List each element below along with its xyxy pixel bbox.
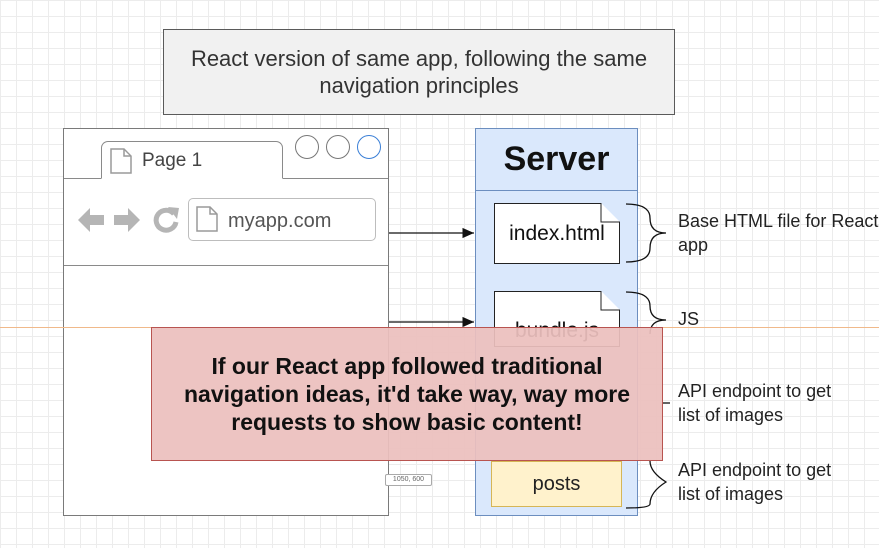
server-title: Server	[503, 140, 610, 178]
file-index-html: index.html	[494, 203, 620, 264]
file-name: index.html	[509, 221, 605, 245]
overlay-message: If our React app followed traditional na…	[183, 353, 631, 435]
window-control-circle	[357, 135, 381, 159]
address-bar-url: myapp.com	[228, 210, 332, 232]
back-arrow-icon	[78, 208, 104, 232]
endpoint-label: posts	[532, 472, 581, 495]
file-fold	[600, 292, 619, 311]
page-icon	[196, 206, 218, 232]
title-box: React version of same app, following the…	[163, 29, 675, 115]
window-control-circle	[295, 135, 319, 159]
brace	[625, 460, 668, 509]
refresh-icon	[153, 207, 179, 233]
address-bar	[188, 198, 376, 241]
file-fold	[600, 204, 619, 223]
coordinate-tooltip: 1050, 600	[385, 474, 432, 486]
annotation-api-endpoint: API endpoint to get list of images	[678, 460, 832, 504]
page-icon	[110, 148, 132, 174]
endpoint-posts: posts	[491, 461, 622, 507]
overlay-message-box: If our React app followed traditional na…	[151, 327, 663, 461]
annotation-base-html: Base HTML file for React app	[678, 211, 879, 255]
brace	[625, 291, 667, 335]
annotation-js: JS	[678, 309, 700, 329]
annotation-api-endpoint: API endpoint to get list of images	[678, 381, 832, 425]
title-text: React version of same app, following the…	[190, 46, 648, 98]
nav-bar-divider	[64, 265, 388, 266]
tab-label: Page 1	[142, 150, 203, 171]
window-control-circle	[326, 135, 350, 159]
brace	[625, 203, 667, 263]
forward-arrow-icon	[114, 208, 140, 232]
server-header-divider	[476, 190, 637, 191]
